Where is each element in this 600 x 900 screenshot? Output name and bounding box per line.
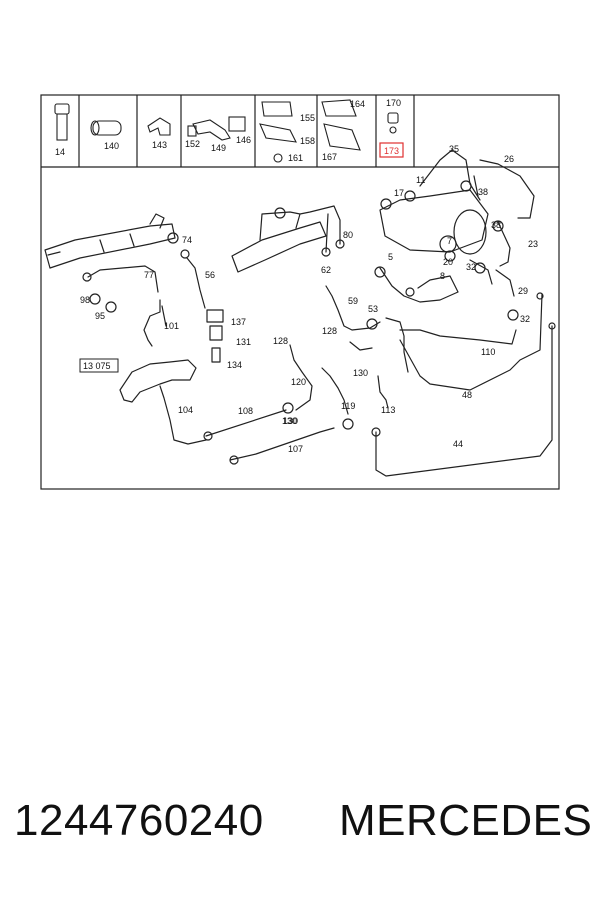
callout-label: 80 — [343, 230, 353, 240]
part-label-158: 158 — [300, 136, 315, 146]
part-label-161: 161 — [288, 153, 303, 163]
part-label-14: 14 — [55, 147, 65, 157]
callout-label: 38 — [478, 187, 488, 197]
callout-label: 120 — [291, 377, 306, 387]
callout-label: 5 — [388, 252, 393, 262]
part-label-167: 167 — [322, 152, 337, 162]
callout-label: 119 — [341, 401, 355, 411]
callout-label: 137 — [231, 317, 246, 327]
callout-label: 62 — [321, 265, 331, 275]
header-labels: 14 140 143 152 149 146 155 158 161 164 1… — [55, 98, 404, 163]
highlight-box — [379, 142, 404, 158]
sleeve-icon — [90, 120, 122, 136]
part-label-155: 155 — [300, 113, 315, 123]
callout-label: 59 — [348, 296, 358, 306]
header-part-icons — [54, 99, 399, 163]
callout-label: 130 — [283, 416, 298, 426]
callout-label: 128 — [273, 336, 288, 346]
callout-label: 23 — [528, 239, 538, 249]
callout-label: 53 — [368, 304, 378, 314]
bracket-icon — [187, 116, 246, 141]
diagram-frame — [40, 94, 560, 490]
reference-tag: 13 075 — [79, 358, 119, 373]
callout-label: 32 — [466, 262, 476, 272]
callout-label: 77 — [144, 270, 154, 280]
callout-label: 26 — [504, 154, 514, 164]
bolt-icon — [54, 103, 70, 141]
callout-label: 110 — [481, 347, 495, 357]
callout-label: 44 — [453, 439, 463, 449]
callout-label: 98 — [80, 295, 90, 305]
callout-label: 17 — [394, 188, 404, 198]
brand-name: MERCEDES — [339, 796, 593, 845]
callout-label: 56 — [205, 270, 215, 280]
footer: 1244760240 MERCEDES — [14, 796, 594, 866]
reference-tag-label: 13 075 — [83, 361, 111, 371]
callout-label: 131 — [236, 337, 251, 347]
callout-labels: 35 26 17 11 38 38 23 20 32 7 5 8 29 32 7… — [80, 144, 538, 454]
callout-label: 101 — [164, 321, 179, 331]
part-label-146: 146 — [236, 135, 251, 145]
callout-label: 11 — [416, 175, 425, 185]
callout-label: 8 — [440, 271, 445, 281]
callout-label: 134 — [227, 360, 242, 370]
holder-icon — [259, 101, 297, 163]
part-number: 1244760240 — [14, 796, 264, 845]
grommet-icon — [387, 112, 399, 134]
callout-label: 107 — [288, 444, 303, 454]
parts-diagram: 14 140 143 152 149 146 155 158 161 164 1… — [40, 94, 560, 490]
hose-drawing — [44, 149, 556, 477]
callout-label: 108 — [238, 406, 253, 416]
callout-label: 128 — [322, 326, 337, 336]
part-label-164: 164 — [350, 99, 365, 109]
callout-label: 130 — [353, 368, 368, 378]
callout-label: 95 — [95, 311, 105, 321]
callout-label: 29 — [518, 286, 528, 296]
callout-label: 74 — [182, 235, 192, 245]
callout-label: 20 — [443, 257, 453, 267]
clip-icon — [147, 117, 171, 136]
callout-label: 35 — [449, 144, 459, 154]
callout-label: 38 — [491, 220, 501, 230]
part-label-170: 170 — [386, 98, 401, 108]
part-label-140: 140 — [104, 141, 119, 151]
callout-label: 7 — [447, 236, 452, 246]
callout-label: 104 — [178, 405, 193, 415]
part-label-143: 143 — [152, 140, 167, 150]
part-label-149: 149 — [211, 143, 226, 153]
part-label-173: 173 — [384, 146, 399, 156]
retainer-icon — [321, 99, 361, 151]
callout-label: 130 — [282, 416, 297, 426]
callout-label: 48 — [462, 390, 472, 400]
callout-label: 32 — [520, 314, 530, 324]
part-label-152: 152 — [185, 139, 200, 149]
callout-label: 113 — [381, 405, 395, 415]
